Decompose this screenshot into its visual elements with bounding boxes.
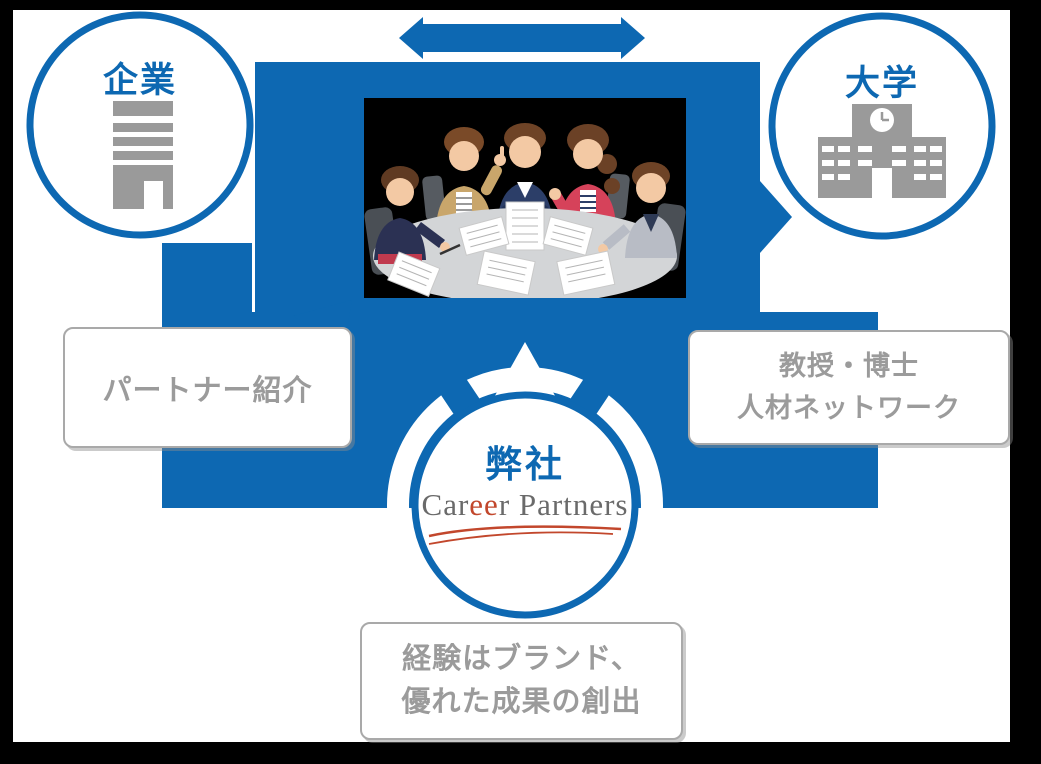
partner-intro-box: パートナー紹介 xyxy=(63,327,352,448)
double-headed-arrow-icon xyxy=(399,17,645,59)
experience-brand-box: 経験はブランド、 優れた成果の創出 xyxy=(360,622,683,740)
professor-network-box: 教授・博士 人材ネットワーク xyxy=(688,330,1010,445)
experience-brand-line2: 優れた成果の創出 xyxy=(401,686,642,718)
documents xyxy=(387,201,616,297)
partner-intro-label: パートナー紹介 xyxy=(102,374,313,407)
career-partners-logo: Career Partners xyxy=(400,487,650,523)
logo-part2-accent: ee xyxy=(469,487,499,522)
company-label: 企業 xyxy=(102,61,177,100)
school-building-icon xyxy=(818,104,946,198)
red-swoosh-underline-icon xyxy=(428,525,622,545)
person-gray-suit xyxy=(598,162,677,258)
logo-part3: r Partners xyxy=(498,487,629,522)
meeting-illustration xyxy=(358,92,692,304)
university-label: 大学 xyxy=(844,64,919,103)
arrowhead-to-university xyxy=(760,181,792,253)
office-building-icon xyxy=(113,101,173,209)
our-company-circle xyxy=(411,391,639,619)
logo-part1: Car xyxy=(421,487,470,522)
meeting-illustration-art xyxy=(364,98,686,298)
experience-brand-line1: 経験はブランド、 xyxy=(402,642,641,675)
professor-network-line1: 教授・博士 xyxy=(779,350,919,381)
our-company-label: 弊社 xyxy=(485,444,565,485)
professor-network-line2: 人材ネットワーク xyxy=(737,392,961,423)
